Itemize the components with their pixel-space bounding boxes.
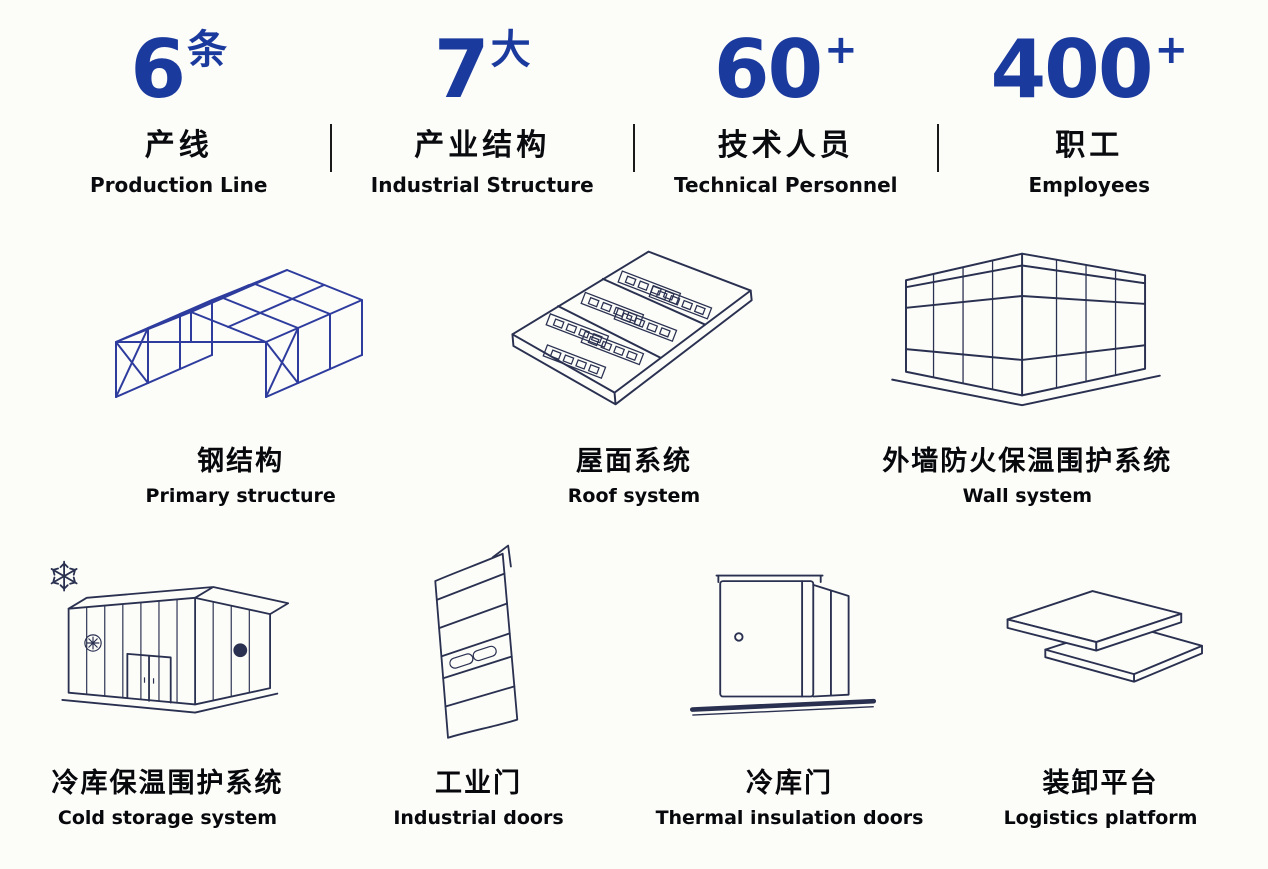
product-roof-system: 屋面系统 Roof system	[437, 231, 830, 507]
stat-value: 7大	[332, 30, 634, 110]
product-label-en: Wall system	[962, 485, 1093, 507]
product-label-cn: 装卸平台	[1042, 768, 1159, 799]
product-label-en: Primary structure	[145, 485, 336, 507]
stat-label-en: Employees	[1028, 173, 1150, 197]
stat-label-cn: 职工	[1055, 128, 1124, 163]
product-illustration	[493, 231, 775, 423]
stat-suffix-text: +	[1154, 27, 1188, 73]
thermal-door-icon	[689, 574, 876, 716]
product-label-cn: 冷库保温围护系统	[51, 768, 284, 799]
steel-structure-icon	[114, 269, 363, 398]
stat-label-en: Industrial Structure	[370, 173, 594, 197]
product-industrial-door: 工业门 Industrial doors	[323, 541, 634, 829]
stat-label-en: Technical Personnel	[673, 173, 898, 197]
wall-system-icon	[891, 252, 1162, 407]
industrial-door-icon	[433, 544, 518, 739]
stat-number-text: 6	[130, 23, 186, 116]
product-row-1: 钢结构 Primary structure	[0, 197, 1268, 507]
stat-production-line: 6条 产线 Production Line	[28, 30, 330, 198]
product-steel-structure: 钢结构 Primary structure	[44, 231, 437, 507]
stat-label-cn: 产线	[144, 128, 213, 163]
stats-row: 6条 产线 Production Line 7大 产业结构 Industrial…	[0, 0, 1268, 198]
stat-value: 400+	[939, 30, 1241, 110]
stat-label-cn: 产业结构	[414, 128, 551, 163]
stat-number-text: 7	[433, 23, 490, 116]
stat-technical-personnel: 60+ 技术人员 Technical Personnel	[635, 30, 937, 198]
product-loading-platform: 装卸平台 Logistics platform	[945, 541, 1256, 829]
product-label-cn: 外墙防火保温围护系统	[882, 446, 1173, 477]
cold-storage-icon	[50, 560, 289, 714]
product-label-cn: 钢结构	[197, 446, 285, 477]
product-illustration	[983, 541, 1219, 745]
product-label-cn: 工业门	[435, 768, 522, 799]
stat-suffix-text: +	[824, 27, 858, 73]
product-illustration	[683, 541, 897, 745]
stat-suffix-text: 条	[187, 27, 228, 73]
product-thermal-door: 冷库门 Thermal insulation doors	[634, 541, 945, 829]
product-label-cn: 冷库门	[746, 768, 833, 799]
product-illustration	[37, 541, 299, 745]
product-wall-system: 外墙防火保温围护系统 Wall system	[831, 231, 1224, 507]
stat-divider	[936, 124, 939, 172]
product-cold-storage: 冷库保温围护系统 Cold storage system	[12, 541, 323, 829]
stat-number-text: 60	[713, 23, 823, 116]
product-label-cn: 屋面系统	[575, 446, 692, 477]
product-illustration	[406, 541, 552, 745]
product-label-en: Industrial doors	[393, 807, 564, 829]
product-row-2: 冷库保温围护系统 Cold storage system	[0, 507, 1268, 829]
product-illustration	[881, 231, 1173, 423]
product-label-en: Logistics platform	[1003, 807, 1198, 829]
stat-number-text: 400	[990, 23, 1153, 116]
stat-value: 60+	[635, 30, 937, 110]
stat-divider	[633, 124, 635, 172]
product-illustration	[96, 231, 386, 423]
stat-divider	[329, 124, 332, 172]
stat-label-en: Production Line	[90, 173, 268, 197]
stat-suffix-text: 大	[490, 27, 531, 73]
product-label-en: Roof system	[567, 485, 701, 507]
loading-platform-icon	[1006, 590, 1203, 683]
product-label-en: Thermal insulation doors	[655, 807, 924, 829]
stat-employees: 400+ 职工 Employees	[939, 30, 1241, 198]
stat-label-cn: 技术人员	[717, 128, 854, 163]
stat-value: 6条	[28, 30, 330, 110]
stat-industrial-structure: 7大 产业结构 Industrial Structure	[332, 30, 634, 198]
product-label-en: Cold storage system	[57, 807, 278, 829]
roof-system-icon	[511, 250, 753, 406]
